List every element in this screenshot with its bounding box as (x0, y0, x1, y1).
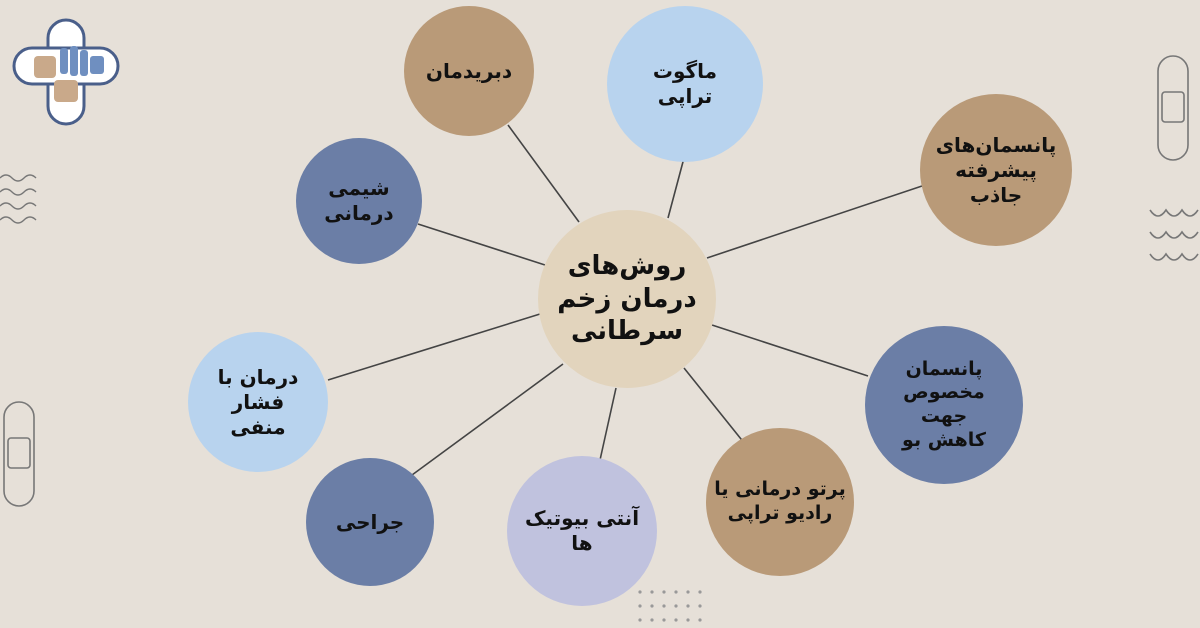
dots-decoration (638, 590, 702, 622)
node-label: جراحی (335, 509, 405, 534)
logo-icon (12, 18, 120, 126)
node-label: آنتی بیوتیک ها (524, 506, 640, 555)
center-node: روش‌های درمان زخم سرطانی (538, 210, 716, 388)
node-advanced-absorbent-dressing: پانسمان‌های پیشرفته جاذب (920, 94, 1072, 246)
node-label: پانسمان‌های پیشرفته جاذب (935, 132, 1057, 207)
connector-line (706, 185, 923, 259)
wave-decoration (0, 174, 37, 224)
connector-line (411, 363, 564, 476)
node-label: پرتو درمانی یا رادیو تراپی (714, 478, 846, 524)
node-label: دبریدمان (425, 58, 513, 83)
node-label: ماگوت تراپی (652, 59, 718, 108)
bandage-icon (3, 401, 35, 507)
bandage-icon (1157, 55, 1189, 161)
connector-line (417, 223, 546, 266)
connector-line (327, 313, 541, 381)
connector-line (507, 124, 580, 223)
node-label: پانسمان مخصوص جهت کاهش بو (902, 357, 986, 451)
node-surgery: جراحی (306, 458, 434, 586)
connector-line (683, 367, 746, 445)
connector-line (667, 157, 685, 219)
center-label: روش‌های درمان زخم سرطانی (557, 251, 697, 347)
node-label: درمان با فشار منفی (217, 364, 299, 439)
scallop-decoration (1149, 208, 1199, 261)
connector-line (599, 387, 617, 461)
node-odor-reducing-dressing: پانسمان مخصوص جهت کاهش بو (865, 326, 1023, 484)
node-label: شیمی درمانی (324, 176, 394, 225)
node-debridement: دبریدمان (404, 6, 534, 136)
connector-line (711, 324, 869, 377)
node-antibiotics: آنتی بیوتیک ها (507, 456, 657, 606)
node-chemotherapy: شیمی درمانی (296, 138, 422, 264)
node-negative-pressure-therapy: درمان با فشار منفی (188, 332, 328, 472)
node-maggot-therapy: ماگوت تراپی (607, 6, 763, 162)
node-radiotherapy: پرتو درمانی یا رادیو تراپی (706, 428, 854, 576)
